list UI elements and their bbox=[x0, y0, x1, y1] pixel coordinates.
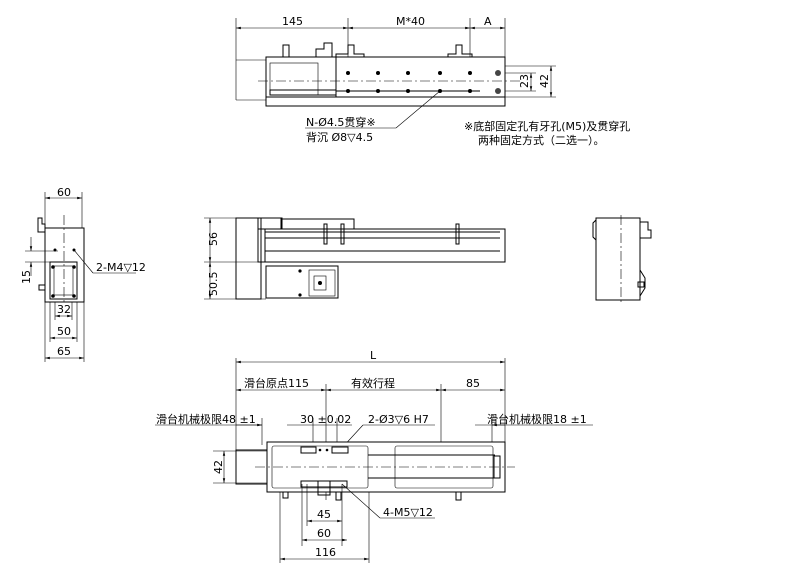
dim-50-5: 50.5 bbox=[207, 272, 220, 297]
side-body bbox=[44, 227, 85, 303]
dim-85: 85 bbox=[466, 377, 480, 390]
bottom-view: L 滑台原点115 有效行程 85 滑台机械极限48 ±1 30 ±0.02 2… bbox=[155, 349, 593, 563]
actuator-body-top bbox=[265, 56, 506, 107]
dim-pitch: M*40 bbox=[396, 15, 425, 28]
thread-note: 2-M4▽12 bbox=[96, 261, 146, 274]
pin-note: 2-Ø3▽6 H7 bbox=[368, 413, 429, 426]
hole-note-1: N-Ø4.5贯穿※ bbox=[306, 115, 376, 129]
dim-45: 45 bbox=[317, 508, 331, 521]
dim-145: 145 bbox=[282, 15, 303, 28]
hole-note-2: 背沉 Ø8▽4.5 bbox=[306, 130, 373, 144]
dim-60: 60 bbox=[57, 186, 71, 199]
pin-spacing: 30 ±0.02 bbox=[300, 413, 351, 426]
dim-42-bottom: 42 bbox=[212, 460, 225, 474]
dim-23: 23 bbox=[518, 74, 531, 88]
dim-32: 32 bbox=[57, 303, 71, 316]
front-view: 56 50.5 bbox=[204, 217, 506, 300]
side-view: 60 15 2-M4▽12 32 50 65 bbox=[20, 186, 146, 362]
end-view bbox=[592, 215, 652, 304]
dim-a: A bbox=[484, 15, 492, 28]
origin-label: 滑台原点115 bbox=[244, 376, 309, 390]
dim-50: 50 bbox=[57, 325, 71, 338]
dim-15: 15 bbox=[20, 270, 33, 284]
dim-42: 42 bbox=[538, 74, 551, 88]
dim-L: L bbox=[370, 349, 377, 362]
dim-60-bottom: 60 bbox=[317, 527, 331, 540]
thread-note-bottom: 4-M5▽12 bbox=[383, 506, 433, 519]
stroke-label: 有效行程 bbox=[351, 376, 395, 390]
dim-56: 56 bbox=[207, 232, 220, 246]
dim-65: 65 bbox=[57, 345, 71, 358]
limit-right: 滑台机械极限18 ±1 bbox=[487, 412, 587, 426]
dim-116: 116 bbox=[315, 546, 336, 559]
top-view: 145 M*40 A 23 42 N-Ø4.5贯 bbox=[235, 15, 630, 147]
mount-note-1: ※底部固定孔有牙孔(M5)及贯穿孔 bbox=[464, 119, 630, 133]
mount-note-2: 两种固定方式（二选一）。 bbox=[478, 133, 605, 147]
limit-left: 滑台机械极限48 ±1 bbox=[156, 412, 256, 426]
